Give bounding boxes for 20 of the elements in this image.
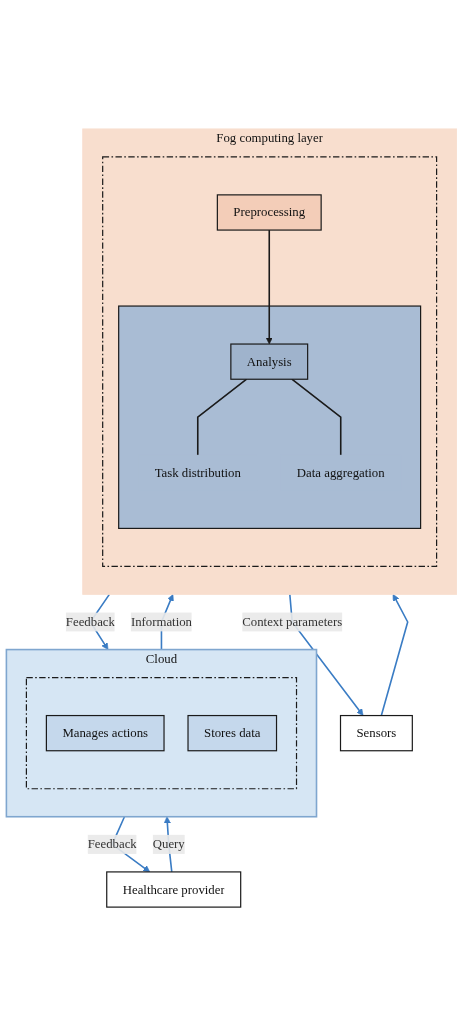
arrow [265,229,273,345]
edge-label: Query [152,837,185,851]
connector [291,378,342,456]
node-box: Sensors [339,714,413,752]
edge-label: Feedback [65,614,115,629]
cluster [102,156,438,567]
edge-label: Information [130,614,193,629]
node-text: Data aggregation [296,465,385,480]
edge-label: Context parameters [242,614,343,629]
node-box: Manages actions [45,714,165,752]
node-box: Stores data [187,714,278,752]
node-text: Task distribution [154,465,241,480]
arrow [380,594,409,717]
node-box: Healthcare provider [106,871,242,908]
edge-label: Feedback [87,837,137,851]
cluster [25,676,298,790]
node-box: Preprocessing [216,194,322,231]
connector [196,378,248,456]
cluster [118,305,422,529]
node-box: Analysis [230,343,309,380]
